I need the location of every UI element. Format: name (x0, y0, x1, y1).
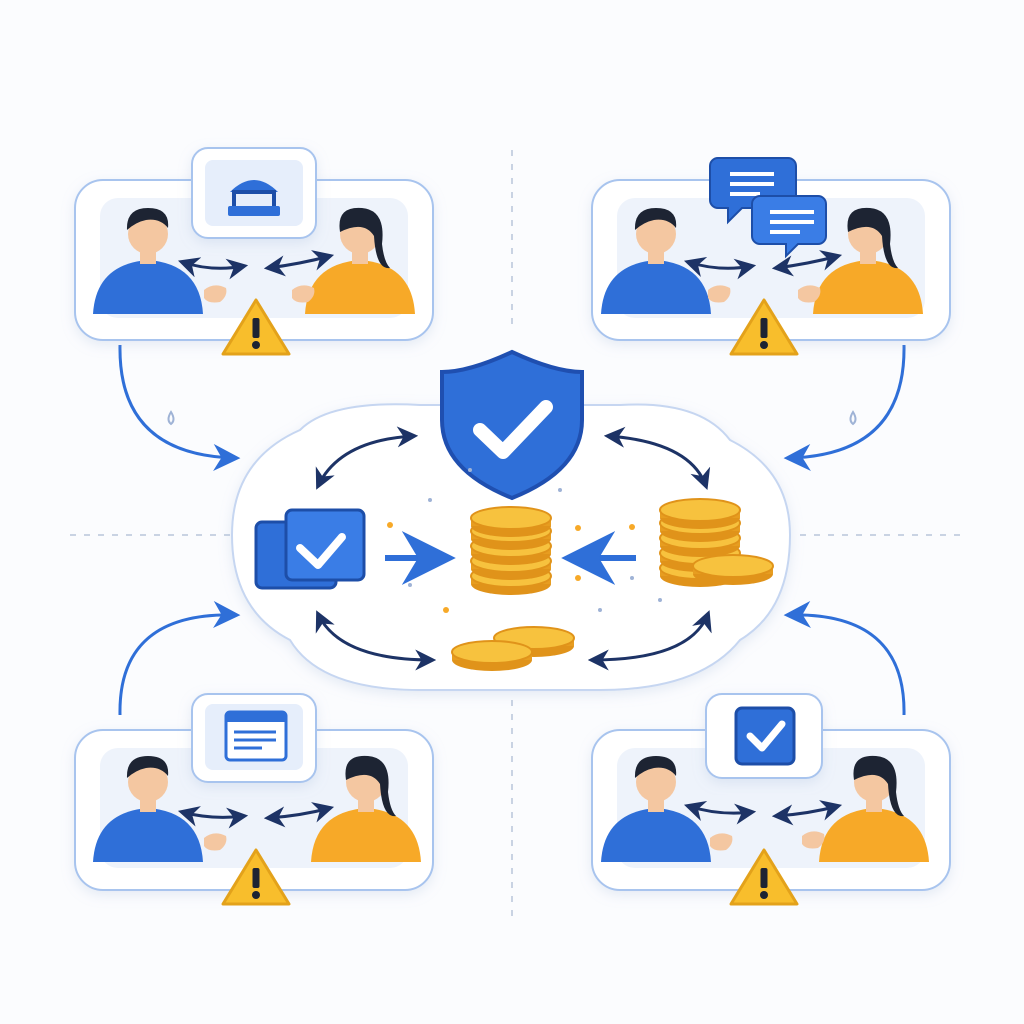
scenario-card-bottom-right (591, 693, 951, 906)
shield-check-icon (440, 349, 584, 501)
scenario-card-bottom-left (74, 693, 434, 906)
connector-arrows (118, 344, 906, 716)
coin-stack-icon (470, 506, 552, 596)
decorative-drops (167, 410, 857, 426)
decorative-dots (387, 468, 662, 613)
document-check-icon (254, 508, 366, 590)
scenario-card-top-right (591, 157, 951, 356)
scenario-card-top-left (74, 147, 434, 356)
browser-window-icon (191, 693, 317, 783)
arrow-icon (315, 426, 712, 671)
chat-bubbles-icon (709, 157, 827, 259)
bank-building-icon (191, 147, 317, 239)
checkbox-icon (705, 693, 823, 779)
dashed-dividers (70, 150, 960, 920)
central-escrow-hub (230, 349, 792, 691)
